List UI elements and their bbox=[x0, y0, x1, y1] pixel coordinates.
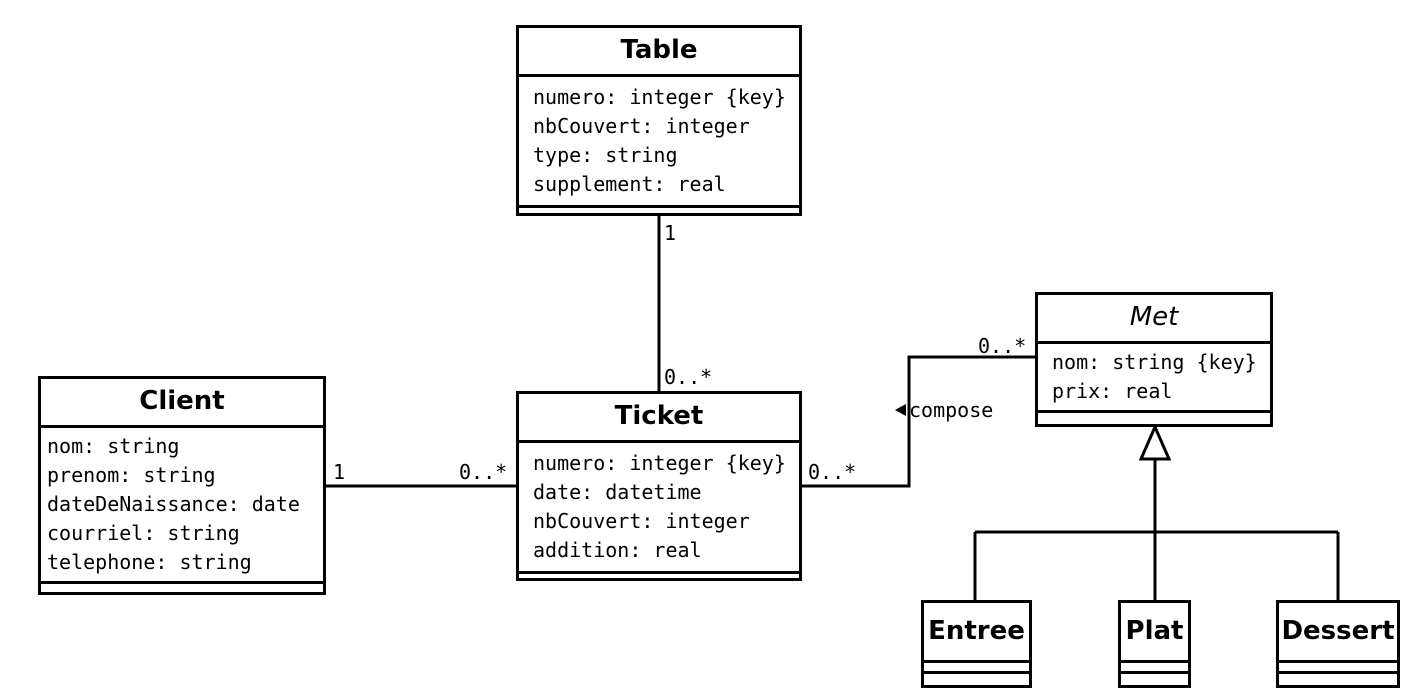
multiplicity-table-end: 1 bbox=[664, 221, 677, 245]
multiplicity-ticket-from-met: 0..* bbox=[808, 460, 857, 484]
multiplicity-ticket-from-table: 0..* bbox=[664, 365, 713, 389]
class-ticket[interactable]: Ticket numero: integer {key} date: datet… bbox=[516, 391, 802, 581]
operations-compartment bbox=[41, 584, 323, 596]
class-name: Ticket bbox=[519, 394, 799, 443]
multiplicity-met-end: 0..* bbox=[978, 334, 1027, 358]
attribute: supplement: real bbox=[533, 172, 726, 196]
attribute: telephone: string bbox=[47, 550, 252, 574]
operations-compartment bbox=[1121, 674, 1188, 685]
class-table[interactable]: Table numero: integer {key} nbCouvert: i… bbox=[516, 25, 802, 216]
attribute: nbCouvert: integer bbox=[533, 114, 750, 138]
direction-arrow-icon bbox=[895, 404, 906, 416]
attribute: nbCouvert: integer bbox=[533, 509, 750, 533]
class-met[interactable]: Met nom: string {key} prix: real bbox=[1035, 292, 1273, 427]
attributes-compartment bbox=[924, 663, 1029, 674]
attribute-list: nom: string {key} prix: real bbox=[1038, 344, 1270, 413]
multiplicity-client-end: 1 bbox=[333, 460, 346, 484]
class-entree[interactable]: Entree bbox=[921, 600, 1032, 688]
operations-compartment bbox=[924, 674, 1029, 685]
operations-compartment bbox=[1038, 413, 1270, 425]
attribute: courriel: string bbox=[47, 521, 240, 545]
attribute: prix: real bbox=[1052, 379, 1173, 403]
generalization-triangle-icon bbox=[1138, 423, 1172, 461]
association-name: compose bbox=[909, 398, 994, 422]
class-name: Table bbox=[519, 28, 799, 77]
association-label-compose: compose bbox=[895, 399, 993, 421]
multiplicity-ticket-from-client: 0..* bbox=[459, 460, 508, 484]
attribute: date: datetime bbox=[533, 480, 702, 504]
class-name: Plat bbox=[1121, 603, 1188, 663]
attribute-list: numero: integer {key} date: datetime nbC… bbox=[519, 443, 799, 574]
attribute-list: numero: integer {key} nbCouvert: integer… bbox=[519, 77, 799, 208]
operations-compartment bbox=[519, 574, 799, 586]
class-plat[interactable]: Plat bbox=[1118, 600, 1191, 688]
class-name: Met bbox=[1038, 295, 1270, 344]
attribute: prenom: string bbox=[47, 463, 216, 487]
attribute: type: string bbox=[533, 143, 678, 167]
class-name: Dessert bbox=[1279, 603, 1397, 663]
attribute: nom: string bbox=[47, 434, 180, 458]
attribute: nom: string {key} bbox=[1052, 350, 1257, 374]
class-name: Entree bbox=[924, 603, 1029, 663]
attribute: addition: real bbox=[533, 538, 702, 562]
class-name: Client bbox=[41, 379, 323, 428]
operations-compartment bbox=[1279, 674, 1397, 685]
class-client[interactable]: Client nom: string prenom: string dateDe… bbox=[38, 376, 326, 595]
attribute: dateDeNaissance: date bbox=[47, 492, 300, 516]
operations-compartment bbox=[519, 208, 799, 220]
attribute-list: nom: string prenom: string dateDeNaissan… bbox=[41, 428, 323, 584]
attribute: numero: integer {key} bbox=[533, 451, 786, 475]
attributes-compartment bbox=[1279, 663, 1397, 674]
attribute: numero: integer {key} bbox=[533, 85, 786, 109]
attributes-compartment bbox=[1121, 663, 1188, 674]
association-ticket-met bbox=[801, 355, 1035, 488]
class-dessert[interactable]: Dessert bbox=[1276, 600, 1400, 688]
